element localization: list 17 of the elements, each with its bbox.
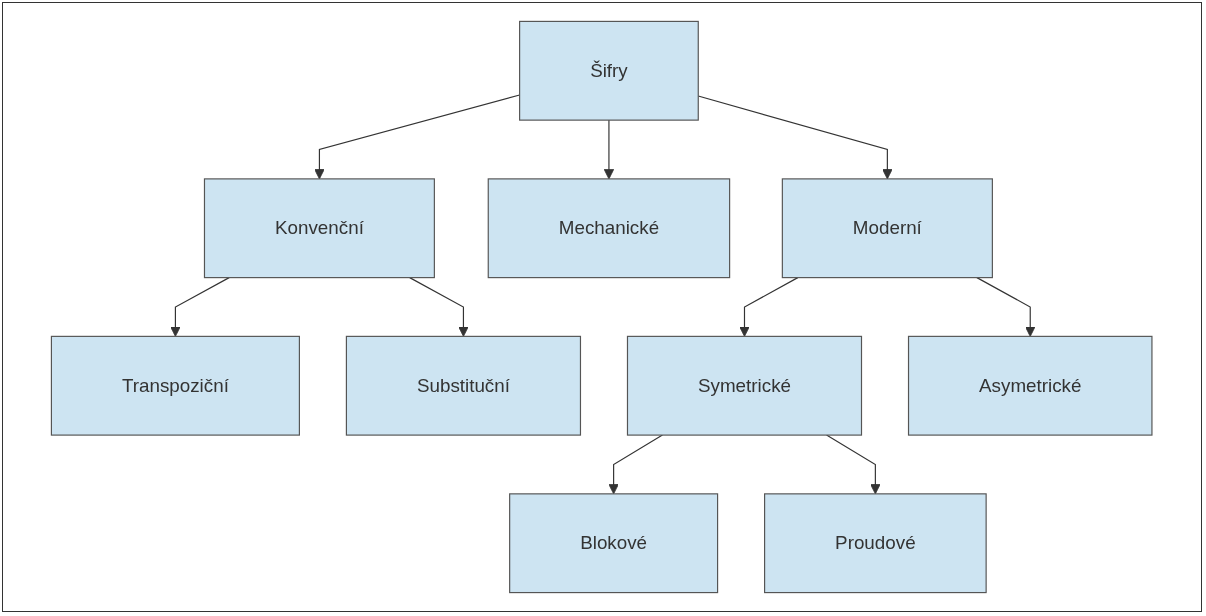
node-box: Asymetrické <box>908 335 1153 436</box>
arrow <box>698 95 893 180</box>
arrow <box>170 277 231 337</box>
node-box: Transpoziční <box>51 335 301 436</box>
node-box: Symetrické <box>627 335 863 436</box>
node-box: Substituční <box>346 335 582 436</box>
arrow <box>976 277 1036 337</box>
node-box: Mechanické <box>487 178 731 279</box>
node-box: Šifry <box>519 20 700 121</box>
arrow <box>409 277 469 337</box>
node-box: Blokové <box>509 493 719 594</box>
node-box: Konvenční <box>204 178 436 279</box>
node-box: Proudové <box>764 493 988 594</box>
node-box: Moderní <box>782 178 994 279</box>
arrow <box>739 277 799 337</box>
arrow <box>604 119 615 180</box>
arrow <box>826 434 881 495</box>
